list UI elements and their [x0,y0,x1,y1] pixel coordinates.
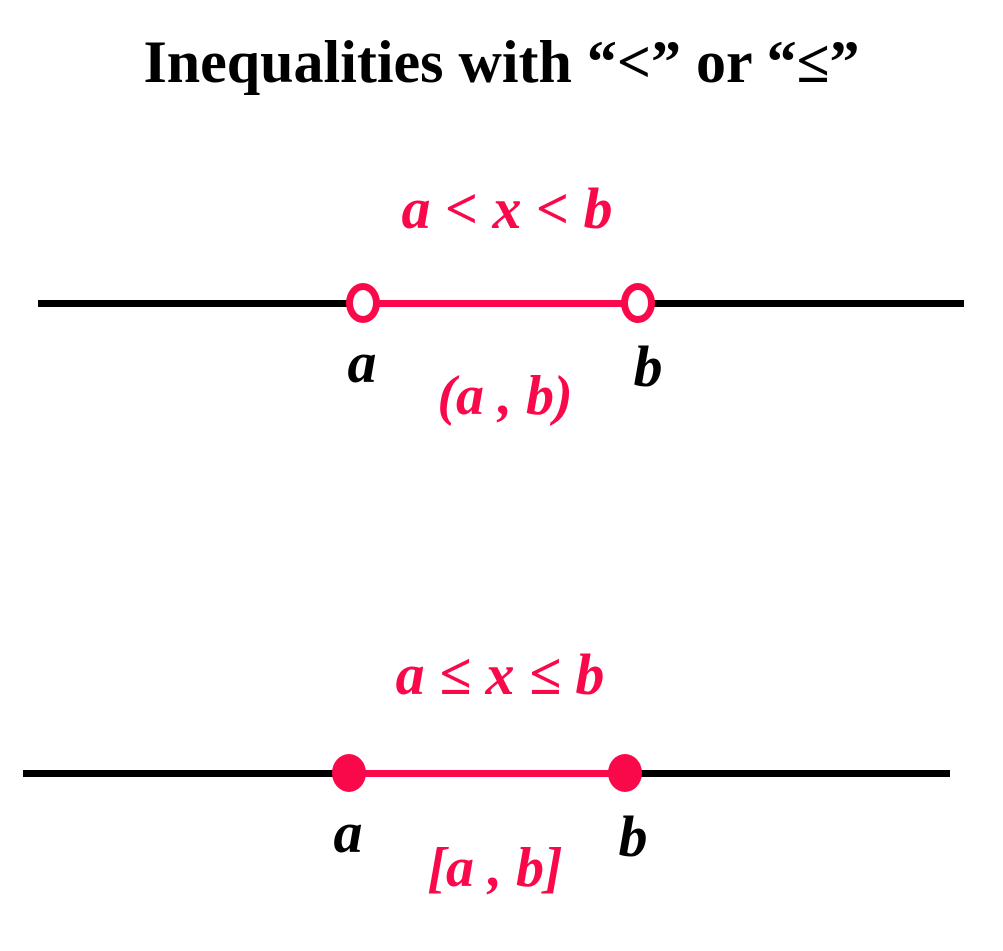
open-endpoint-b-label: b [633,334,663,399]
closed-interval-notation: [a , b] [427,837,563,899]
closed-inequality-label: a ≤ x ≤ b [395,642,605,707]
closed-interval-segment [349,770,625,777]
open-endpoint-a-label: a [347,330,377,395]
closed-endpoint-b-label: b [618,804,648,869]
open-endpoint-b-circle [621,283,655,323]
open-interval-segment [363,300,638,307]
figure-title: Inequalities with “<” or “≤” [143,29,860,95]
open-endpoint-a-circle [346,283,380,323]
open-interval-notation: (a , b) [437,365,573,427]
closed-endpoint-b-circle [608,754,642,792]
closed-endpoint-a-label: a [333,800,363,865]
closed-endpoint-a-circle [332,754,366,792]
open-inequality-label: a < x < b [401,176,613,241]
